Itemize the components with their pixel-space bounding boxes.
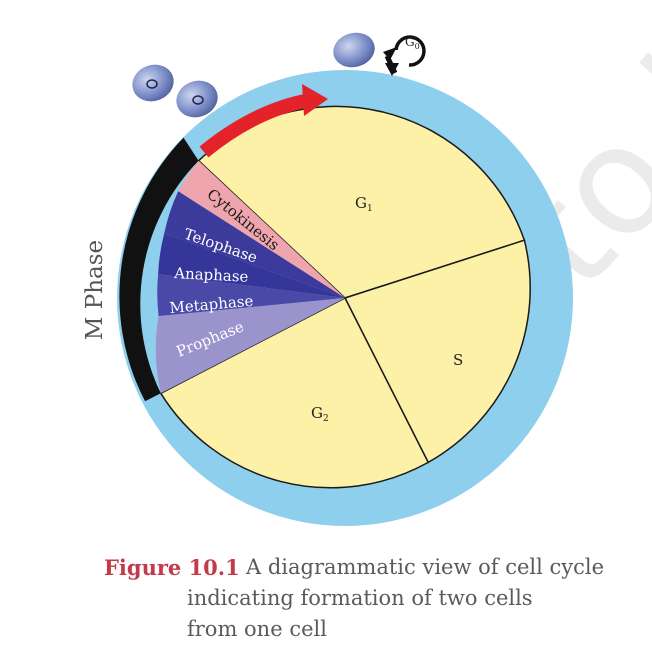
g2-label: G2 bbox=[311, 404, 329, 424]
figure-caption: Figure 10.1 A diagrammatic view of cell … bbox=[104, 552, 644, 645]
daughter-cell-2 bbox=[176, 80, 218, 118]
caption-line-3: from one cell bbox=[187, 617, 327, 641]
g2-sector bbox=[159, 296, 430, 489]
m-phase-band bbox=[119, 137, 199, 402]
g0-label: G0 bbox=[405, 35, 420, 51]
g1-label: G1 bbox=[355, 194, 373, 214]
nucleus-icon bbox=[192, 95, 204, 105]
prophase-sector bbox=[155, 298, 345, 394]
cytokinesis-sector bbox=[178, 160, 345, 298]
anaphase-label: Anaphase bbox=[173, 264, 249, 286]
s-sector bbox=[343, 239, 531, 464]
metaphase-sector bbox=[157, 274, 345, 317]
s-label: S bbox=[453, 351, 463, 369]
anaphase-sector bbox=[158, 233, 345, 298]
progression-arrow bbox=[199, 84, 328, 158]
nucleus-icon bbox=[146, 79, 158, 89]
figure-number: Figure 10.1 bbox=[104, 555, 240, 580]
caption-line-1: A diagrammatic view of cell cycle bbox=[246, 555, 605, 579]
caption-line-2: indicating formation of two cells bbox=[187, 586, 533, 610]
cell-cycle-diagram: Not to be republished bbox=[82, 0, 652, 540]
m-phase-label: M Phase bbox=[82, 240, 108, 340]
g0-cell bbox=[333, 32, 375, 68]
g0-loop-icon bbox=[383, 35, 426, 76]
telophase-sector bbox=[164, 191, 345, 298]
daughter-cell-1 bbox=[132, 64, 174, 102]
